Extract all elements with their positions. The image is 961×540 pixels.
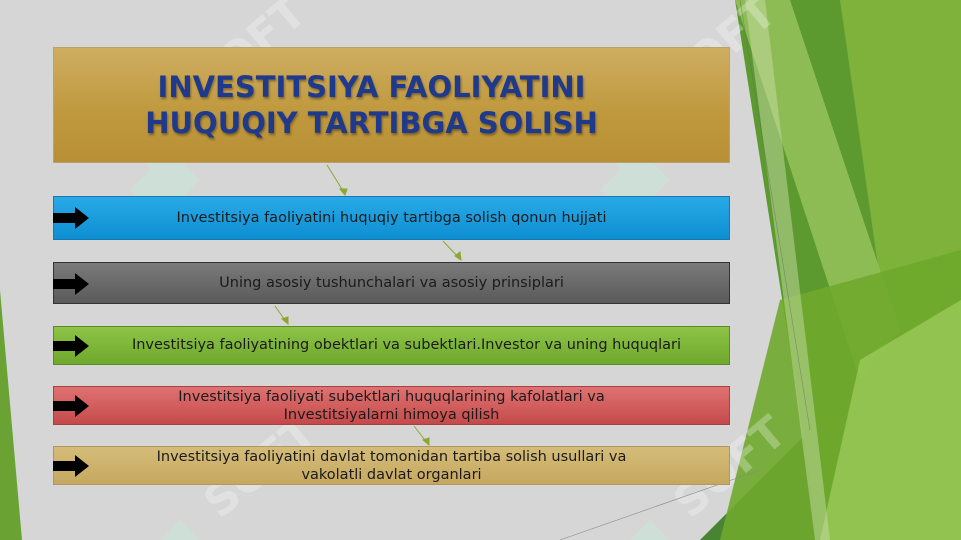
list-item-line-1: Investitsiya faoliyati subektlari huquql…: [178, 388, 605, 405]
list-item-line-2: vakolatli davlat organlari: [301, 466, 482, 483]
list-item-line-1: Investitsiya faoliyatini davlat tomonida…: [156, 448, 627, 465]
list-item-label: Investitsiya faoliyatining obektlari va …: [131, 337, 682, 353]
list-item-label: Investitsiya faoliyatini huquqiy tartibg…: [176, 209, 607, 226]
title-line-2: HUQUQIY TARTIBGA SOLISH: [145, 106, 598, 140]
title-line-1: INVESTITSIYA FAOLIYATINI: [157, 70, 586, 104]
arrow-right-icon: [53, 335, 89, 357]
list-item-label: Investitsiya faoliyati subektlari huquql…: [138, 388, 644, 424]
list-item-label: Investitsiya faoliyatini davlat tomonida…: [117, 448, 667, 484]
list-item: Investitsiya faoliyati subektlari huquql…: [53, 386, 730, 425]
list-item-label: Uning asosiy tushunchalari va asosiy pri…: [219, 274, 564, 291]
arrow-right-icon: [53, 273, 89, 295]
list-item: Investitsiya faoliyatini huquqiy tartibg…: [53, 196, 730, 240]
slide-title: INVESTITSIYA FAOLIYATINI HUQUQIY TARTIBG…: [54, 69, 729, 141]
arrow-right-icon: [53, 395, 89, 417]
list-item: Uning asosiy tushunchalari va asosiy pri…: [53, 262, 730, 304]
list-item-line-2: Investitsiyalarni himoya qilish: [283, 406, 500, 423]
title-box: INVESTITSIYA FAOLIYATINI HUQUQIY TARTIBG…: [53, 47, 730, 163]
arrow-right-icon: [53, 455, 89, 477]
arrow-right-icon: [53, 207, 89, 229]
list-item: Investitsiya faoliyatini davlat tomonida…: [53, 446, 730, 485]
list-item: Investitsiya faoliyatining obektlari va …: [53, 326, 730, 365]
